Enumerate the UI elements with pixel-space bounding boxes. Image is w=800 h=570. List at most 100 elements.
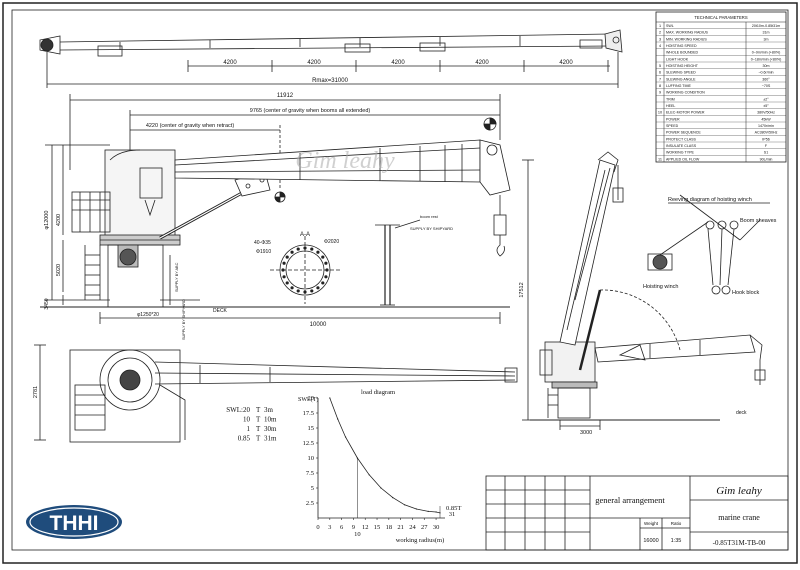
chart-ylabel: SWL(T) bbox=[298, 396, 318, 403]
section-title: A-A bbox=[300, 232, 310, 238]
weight-label: Weight bbox=[644, 521, 659, 526]
elev-base: 3000 bbox=[580, 430, 592, 436]
side-view bbox=[40, 94, 511, 324]
load-point bbox=[344, 436, 347, 438]
dim-height-mid: 5020 bbox=[56, 264, 62, 276]
tech-row-value: 0~9m/min (+80%) bbox=[752, 51, 781, 55]
tech-row-value: 1470r/min bbox=[758, 124, 774, 128]
top-view-segment-dim: 4200 bbox=[391, 60, 405, 66]
drawing-number: -0.85T31M-TB-00 bbox=[713, 539, 766, 547]
swl-value: 1 bbox=[247, 425, 251, 433]
tech-row-number: 7 bbox=[659, 77, 661, 81]
chart-y-tick-label: 2.5 bbox=[306, 500, 314, 507]
bolt-hole bbox=[296, 289, 300, 293]
tech-row-value: 90L/min bbox=[760, 157, 773, 161]
top-view-segment-dim: 4200 bbox=[223, 60, 237, 66]
logo-text: THHI bbox=[50, 512, 99, 535]
tech-row-number: 3 bbox=[659, 37, 661, 41]
chart-x-tick-label: 3 bbox=[328, 524, 331, 531]
deck-label: DECK bbox=[213, 308, 228, 314]
tech-row-label: WORKING TYPE bbox=[666, 151, 694, 155]
swl-value: 0.85 bbox=[238, 435, 251, 443]
load-point bbox=[435, 511, 437, 513]
section-d3: Φ2020 bbox=[324, 239, 339, 245]
weight-value: 16000 bbox=[643, 538, 658, 544]
top-view-total: Rmax=31000 bbox=[312, 78, 349, 84]
dim-cog-boom: 9765 (center of gravity when booms all e… bbox=[250, 108, 371, 114]
chart-x-tick-label: 0 bbox=[316, 524, 319, 531]
chart-x-tick-label: 21 bbox=[397, 524, 404, 531]
bolt-hole bbox=[321, 281, 325, 285]
tech-row-number: 10 bbox=[658, 111, 662, 115]
chart-x-tick-label: 9 bbox=[352, 524, 355, 531]
chart-y-tick-label: 15 bbox=[308, 425, 315, 432]
signature-mark: Gim leahy bbox=[716, 485, 762, 497]
plan-width: 2781 bbox=[33, 386, 39, 398]
tech-row-value: 0~18m/min (<80%) bbox=[751, 57, 782, 61]
tech-row-label: TRIM bbox=[666, 97, 675, 101]
tech-row-value: F bbox=[765, 144, 768, 148]
bolt-hole bbox=[290, 250, 294, 254]
chart-y-tick-label: 10 bbox=[308, 455, 315, 462]
load-point bbox=[329, 397, 331, 399]
annotation-31: 31 bbox=[449, 511, 456, 518]
tech-row-number: 1 bbox=[659, 24, 661, 28]
tech-row-value: 31m bbox=[763, 31, 770, 35]
raised-elevation bbox=[522, 151, 766, 430]
chart-xlabel: working radius(m) bbox=[396, 537, 445, 544]
swl-unit: T bbox=[256, 416, 261, 424]
tech-row-value: IP56 bbox=[762, 137, 769, 141]
tech-row-number: 11 bbox=[658, 157, 662, 161]
tech-row-label: WHOLE BOUNDED bbox=[666, 51, 699, 55]
annotation-end-label: 0.85T bbox=[446, 505, 461, 512]
bolt-hole bbox=[324, 275, 328, 279]
swl-radius: 30m bbox=[264, 425, 277, 433]
chart-x-tick-label: 24 bbox=[409, 524, 416, 531]
reeving-diagram bbox=[647, 194, 770, 295]
hook-block-label: Hook block bbox=[732, 290, 759, 296]
swl-value: 10 bbox=[243, 416, 251, 424]
title-block bbox=[485, 475, 789, 551]
swl-unit: T bbox=[256, 406, 261, 414]
tech-row-label: HOISTING SPEED bbox=[666, 44, 697, 48]
tech-row-label: SLEWING ANGLE bbox=[666, 77, 696, 81]
tech-row-value: 380V/50Hz bbox=[757, 111, 775, 115]
tech-row-label: MIN. WORKING RADIUS bbox=[666, 37, 707, 41]
swl-radius: 10m bbox=[264, 416, 277, 424]
tech-row-label: HOISTING HEIGHT bbox=[666, 64, 699, 68]
top-view-segment-dim: 4200 bbox=[559, 60, 573, 66]
section-d2: Φ1910 bbox=[256, 249, 271, 255]
annotation-10: 10 bbox=[354, 531, 361, 538]
bolt-hole bbox=[310, 289, 314, 293]
tech-row-value: ~0.6r/min bbox=[758, 71, 773, 75]
chart-title: load diagram bbox=[361, 389, 395, 396]
swl-radius: 3m bbox=[264, 406, 274, 414]
tech-row-label: INSULATE CLASS bbox=[666, 144, 697, 148]
tech-row-number: 2 bbox=[659, 31, 661, 35]
boom-rest-label: boom rest bbox=[420, 214, 439, 219]
product-name: marine crane bbox=[718, 513, 760, 522]
dim-height-base: 3450 bbox=[44, 298, 50, 309]
bolt-hole bbox=[316, 250, 320, 254]
bolt-hole bbox=[285, 255, 289, 259]
title-block-title: general arrangement bbox=[595, 495, 665, 505]
bolt-hole bbox=[296, 247, 300, 251]
bolt-hole bbox=[310, 247, 314, 251]
plan-view bbox=[34, 344, 518, 443]
tech-row-label: POWER bbox=[666, 117, 680, 121]
tech-row-number: 5 bbox=[659, 64, 661, 68]
bolt-hole bbox=[285, 281, 289, 285]
top-view bbox=[39, 29, 623, 88]
tech-row-value: ±2° bbox=[763, 97, 769, 101]
boom-rest-note: SUPPLY BY SHIPYARD bbox=[410, 226, 453, 231]
tech-row-value: 20t10m-0.85t31m bbox=[752, 24, 780, 28]
tech-row-value: S1 bbox=[764, 151, 768, 155]
ratio-value: 1:35 bbox=[671, 538, 682, 544]
load-point bbox=[403, 504, 406, 506]
top-view-segment-dim: 4200 bbox=[307, 60, 321, 66]
